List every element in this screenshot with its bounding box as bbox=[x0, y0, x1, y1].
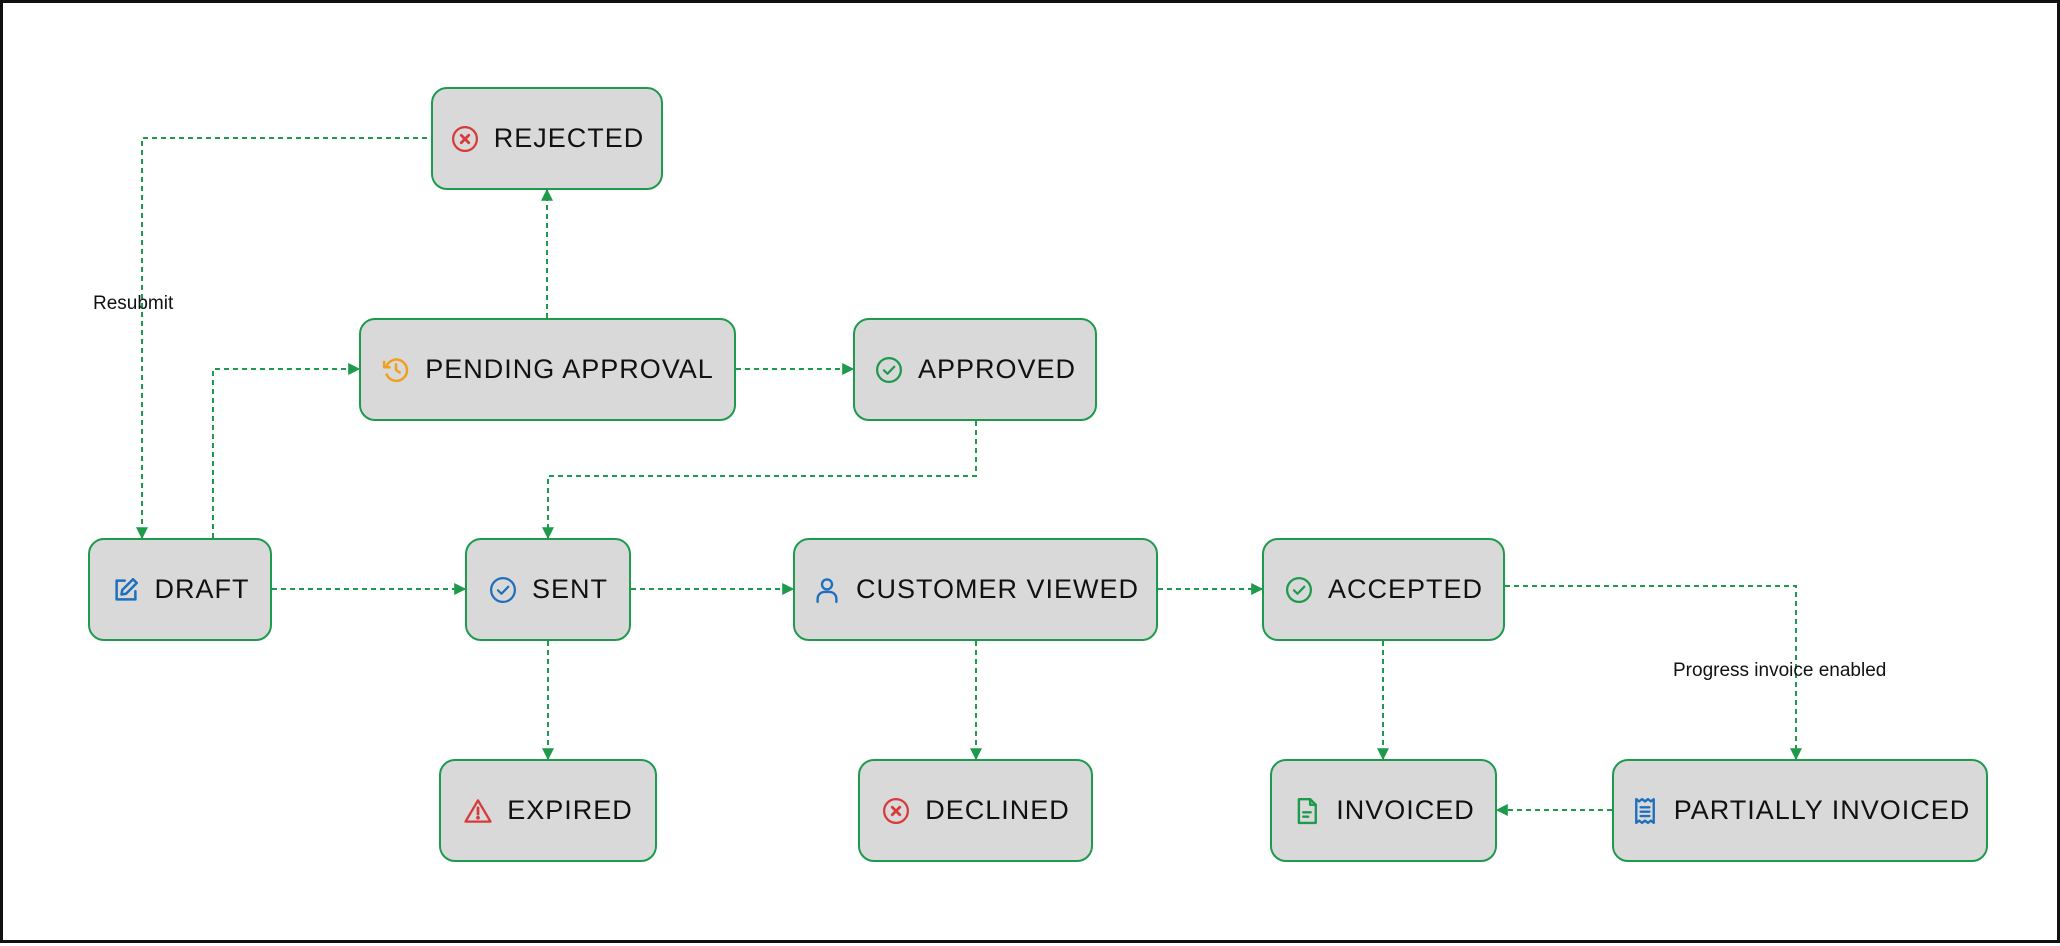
node-rejected[interactable]: REJECTED bbox=[431, 87, 663, 190]
node-declined[interactable]: DECLINED bbox=[858, 759, 1093, 862]
node-approved-label: APPROVED bbox=[917, 354, 1077, 384]
node-draft[interactable]: DRAFT bbox=[88, 538, 272, 641]
check-circle-icon bbox=[1284, 575, 1314, 605]
x-circle-icon bbox=[450, 124, 480, 154]
edge-label-resubmit: Resubmit bbox=[93, 293, 174, 314]
node-pending-approval[interactable]: PENDING APPROVAL bbox=[359, 318, 736, 421]
node-partially-invoiced[interactable]: PARTIALLY INVOICED bbox=[1612, 759, 1988, 862]
node-expired[interactable]: EXPIRED bbox=[439, 759, 657, 862]
connector-layer bbox=[136, 137, 1802, 816]
edit-icon bbox=[111, 575, 141, 605]
node-declined-label: DECLINED bbox=[925, 795, 1070, 825]
edge-label-progress-invoice: Progress invoice enabled bbox=[1673, 660, 1887, 681]
check-circle-icon bbox=[874, 355, 904, 385]
node-approved[interactable]: APPROVED bbox=[853, 318, 1097, 421]
edge-draft-to-pending bbox=[212, 363, 361, 538]
node-customer-viewed-label: CUSTOMER VIEWED bbox=[855, 574, 1140, 604]
node-invoiced-label: INVOICED bbox=[1336, 795, 1475, 825]
x-circle-icon bbox=[881, 796, 911, 826]
node-sent[interactable]: SENT bbox=[465, 538, 631, 641]
node-rejected-label: REJECTED bbox=[493, 123, 645, 153]
node-accepted-label: ACCEPTED bbox=[1327, 574, 1484, 604]
node-invoiced[interactable]: INVOICED bbox=[1270, 759, 1497, 862]
edge-accepted-to-partial bbox=[1505, 585, 1802, 761]
user-icon bbox=[812, 575, 842, 605]
edge-rejected-to-draft bbox=[136, 137, 427, 540]
receipt-icon bbox=[1630, 796, 1660, 826]
document-icon bbox=[1292, 796, 1322, 826]
node-partially-invoiced-label: PARTIALLY INVOICED bbox=[1673, 795, 1971, 825]
clock-history-icon bbox=[381, 355, 411, 385]
edge-approved-to-sent bbox=[542, 421, 977, 540]
node-expired-label: EXPIRED bbox=[507, 795, 633, 825]
node-draft-label: DRAFT bbox=[154, 574, 250, 604]
check-circle-icon bbox=[488, 575, 518, 605]
node-sent-label: SENT bbox=[531, 574, 608, 604]
warning-icon bbox=[463, 796, 493, 826]
node-customer-viewed[interactable]: CUSTOMER VIEWED bbox=[793, 538, 1158, 641]
node-accepted[interactable]: ACCEPTED bbox=[1262, 538, 1505, 641]
node-pending-approval-label: PENDING APPROVAL bbox=[425, 354, 714, 384]
